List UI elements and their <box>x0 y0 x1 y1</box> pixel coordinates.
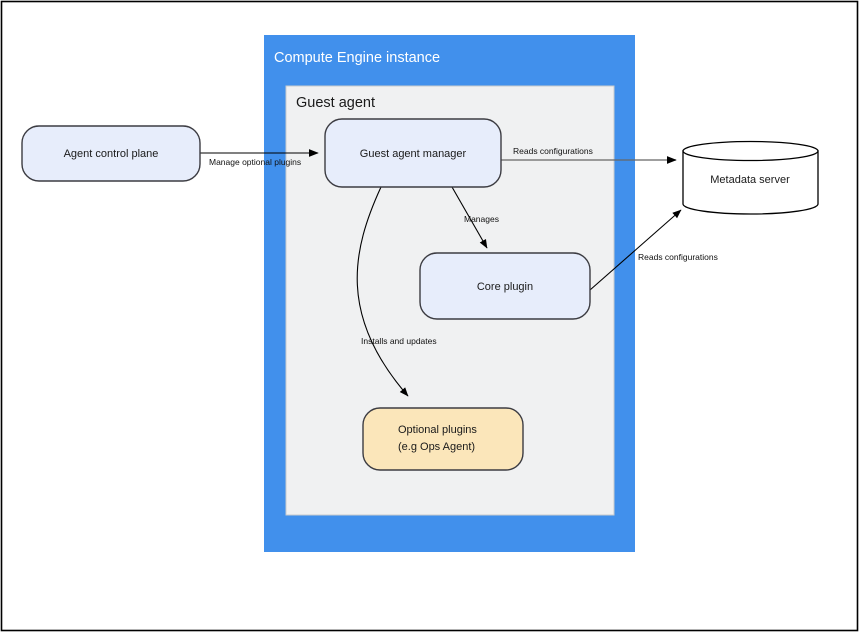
metadata-server-cylinder-body[interactable] <box>682 150 819 215</box>
guest-agent-manager-label: Guest agent manager <box>360 148 467 160</box>
node-guest-agent-manager[interactable]: Guest agent manager <box>324 118 502 188</box>
edge-line <box>451 186 488 249</box>
core-plugin-box[interactable] <box>419 252 591 320</box>
edge-manager-to-core-plugin: Manages <box>451 186 499 249</box>
node-optional-plugins[interactable]: Optional plugins (e.g Ops Agent) <box>362 407 524 471</box>
guest-agent-title: Guest agent <box>296 95 375 111</box>
edge-label-manage-optional-plugins: Manage optional plugins <box>209 157 301 167</box>
edge-line <box>589 209 682 291</box>
node-metadata-server[interactable]: Metadata server <box>682 140 819 215</box>
compute-engine-instance-title: Compute Engine instance <box>274 50 440 66</box>
agent-control-plane-label: Agent control plane <box>64 148 159 160</box>
metadata-server-cylinder-top[interactable] <box>682 140 819 162</box>
core-plugin-label: Core plugin <box>477 281 533 293</box>
optional-plugins-label-line2: (e.g Ops Agent) <box>398 441 475 453</box>
optional-plugins-box[interactable] <box>362 407 524 471</box>
edge-control-plane-to-manager: Manage optional plugins <box>200 149 319 167</box>
metadata-server-label: Metadata server <box>710 174 790 186</box>
optional-plugins-label-line1: Optional plugins <box>398 424 477 436</box>
edge-manager-to-metadata: Reads configurations <box>500 146 677 164</box>
edge-label-manages: Manages <box>464 214 499 224</box>
edge-label-reads-configurations-manager: Reads configurations <box>513 146 593 156</box>
edge-core-plugin-to-metadata: Reads configurations <box>589 209 718 291</box>
edge-line <box>356 186 409 397</box>
guest-agent-manager-box[interactable] <box>324 118 502 188</box>
agent-control-plane-box[interactable] <box>21 125 201 182</box>
node-agent-control-plane[interactable]: Agent control plane <box>21 125 201 182</box>
edge-label-reads-configurations-core: Reads configurations <box>638 252 718 262</box>
edge-label-installs-and-updates: Installs and updates <box>361 336 437 346</box>
node-core-plugin[interactable]: Core plugin <box>419 252 591 320</box>
edge-manager-to-optional-plugins: Installs and updates <box>356 186 437 397</box>
